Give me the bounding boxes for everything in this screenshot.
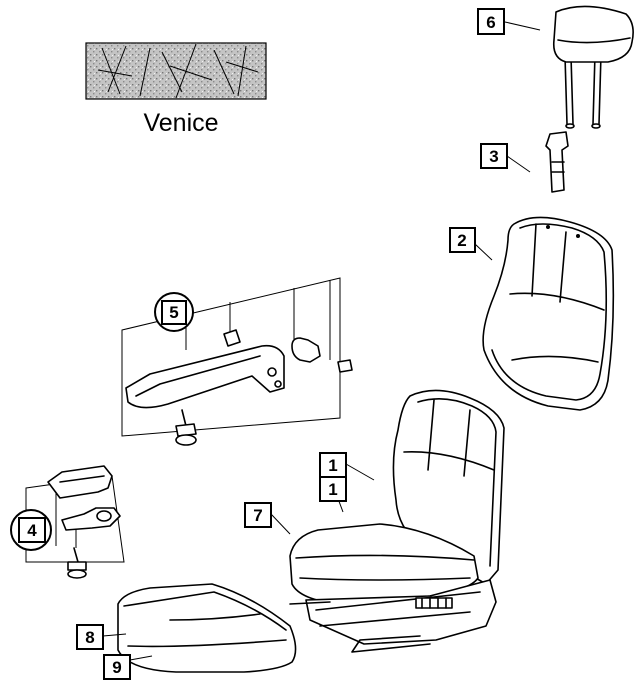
callout-9: 9	[103, 654, 131, 680]
callout-2-label: 2	[457, 231, 466, 250]
seat-cushion	[117, 583, 297, 673]
callout-1-lower-label: 1	[328, 480, 337, 499]
recliner-handle-assembly	[25, 465, 125, 579]
callout-9-label: 9	[112, 658, 121, 677]
callout-4: 4	[10, 509, 52, 551]
fabric-swatch	[85, 42, 267, 100]
callout-1-upper: 1	[319, 452, 347, 478]
seat-assembly	[289, 389, 505, 653]
seat-back-cover	[482, 216, 615, 411]
callout-8-label: 8	[85, 628, 94, 647]
callout-5: 5	[154, 292, 194, 332]
callout-6-label: 6	[486, 13, 495, 32]
leader-lines	[102, 21, 541, 661]
callout-7: 7	[244, 502, 272, 528]
callout-1-lower: 1	[319, 476, 347, 502]
callout-4-label: 4	[27, 521, 37, 540]
callout-5-label: 5	[169, 303, 178, 322]
swatch-label: Venice	[143, 109, 218, 137]
head-restraint	[552, 5, 634, 129]
callout-1-upper-label: 1	[328, 456, 337, 475]
callout-7-label: 7	[253, 506, 262, 525]
callout-2: 2	[449, 227, 476, 253]
callout-6: 6	[477, 8, 505, 35]
armrest-assembly	[121, 277, 353, 446]
callout-8: 8	[76, 624, 104, 650]
headrest-guide-sleeve	[545, 131, 569, 193]
callout-3-label: 3	[489, 147, 498, 166]
callout-3: 3	[480, 143, 508, 169]
